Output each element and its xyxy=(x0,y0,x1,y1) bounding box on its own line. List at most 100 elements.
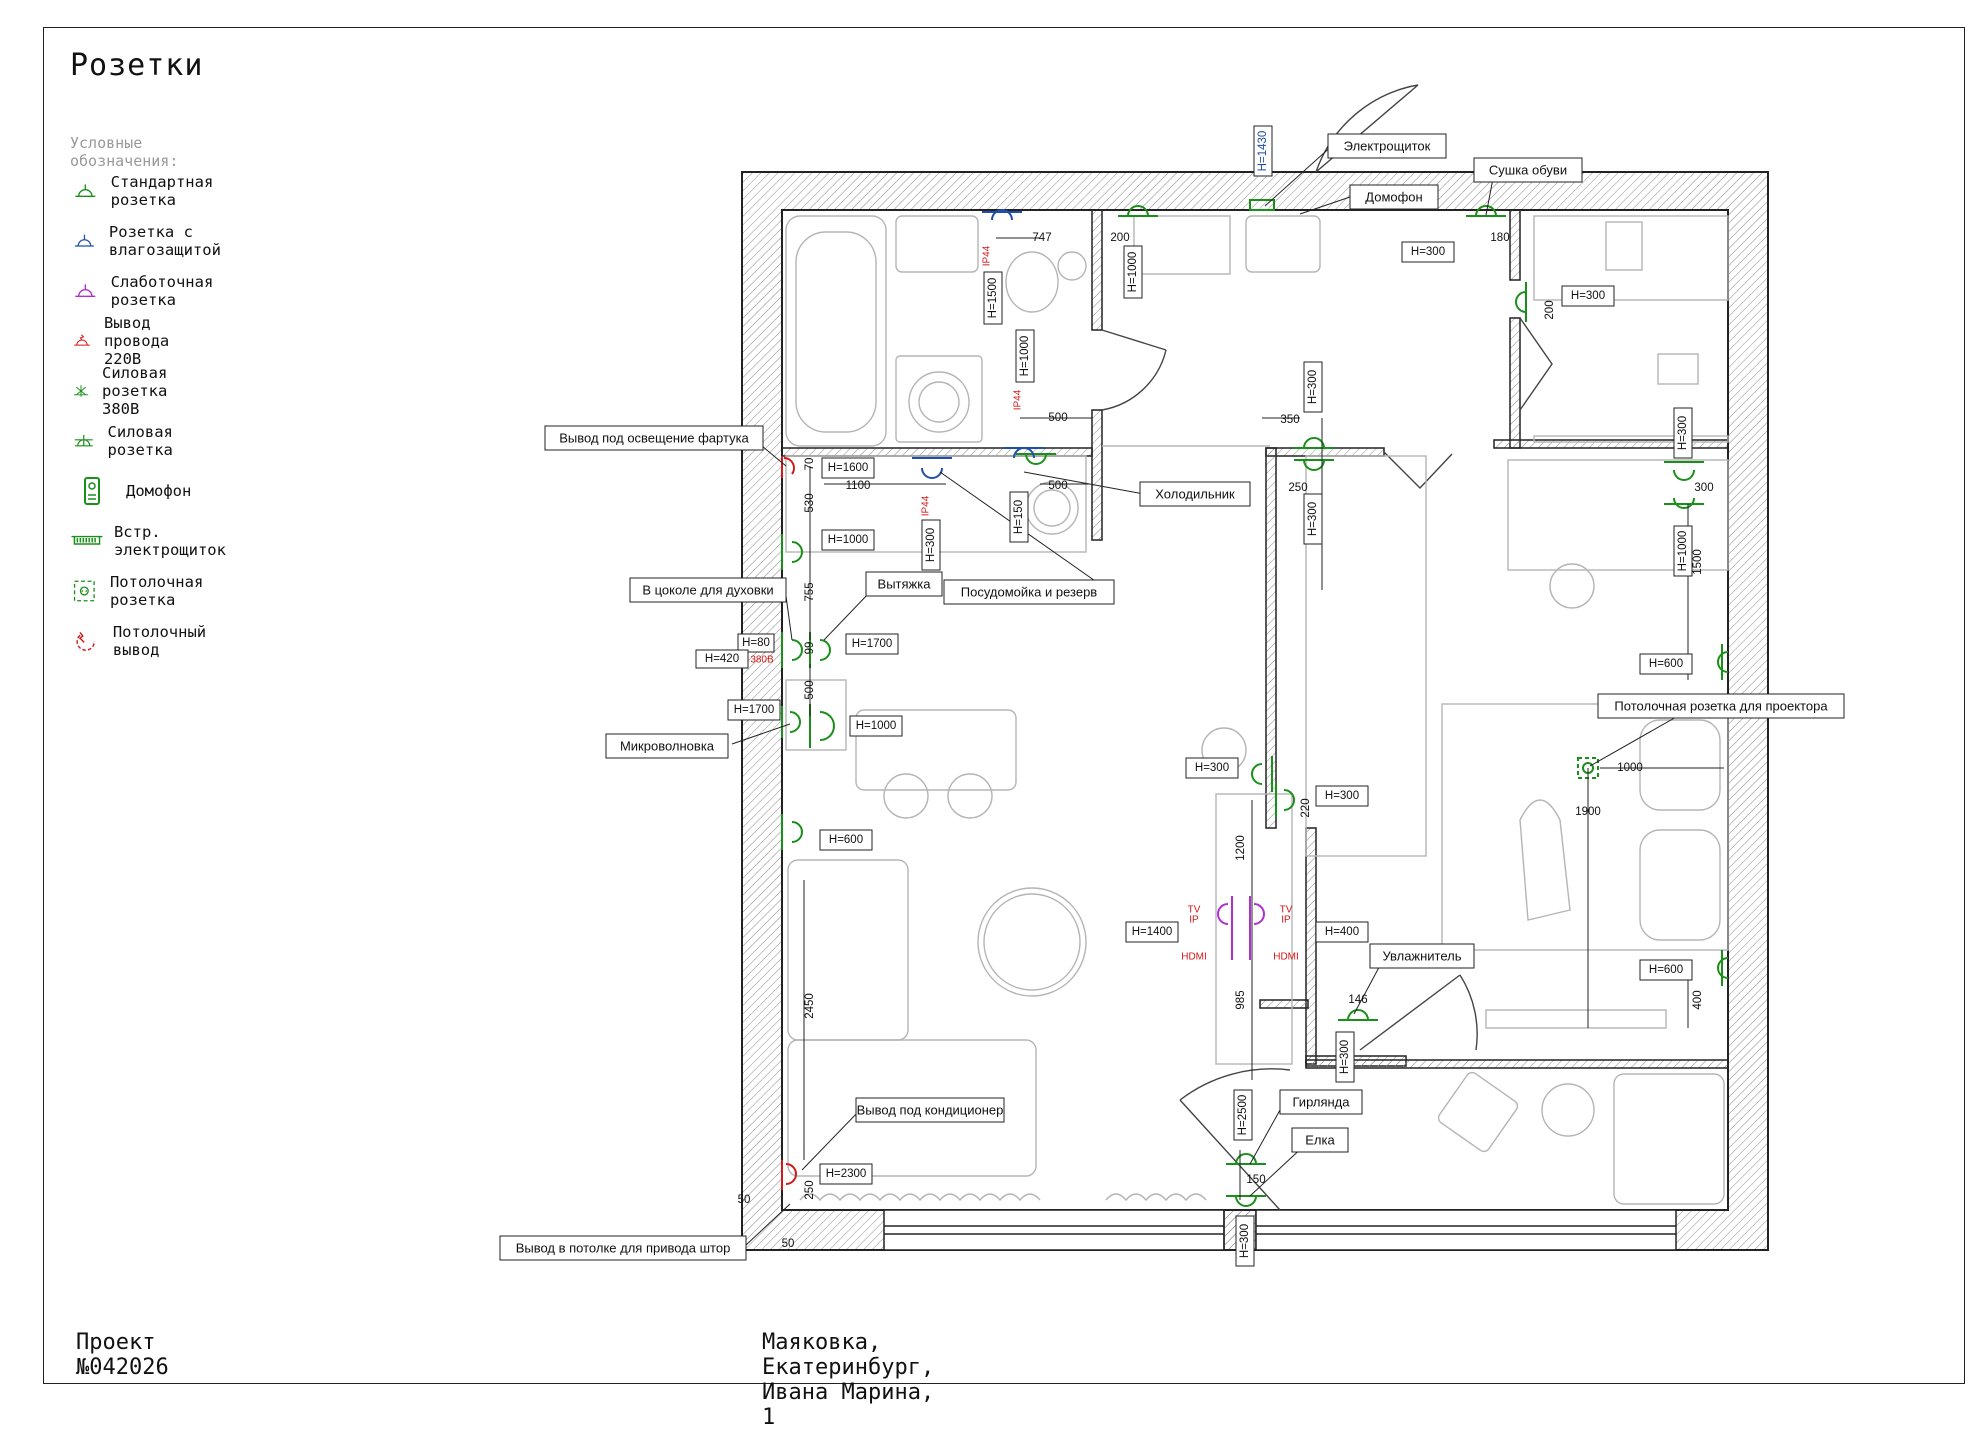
tag-label: IP44 xyxy=(1013,389,1024,410)
callout-backsplash-light: Вывод под освещение фартука xyxy=(559,430,749,445)
power-outlet-380v-icon xyxy=(73,385,89,397)
standard-outlet-icon xyxy=(1294,437,1334,449)
leader-lines xyxy=(731,143,1693,1246)
power-outlet-icon xyxy=(809,704,835,748)
dimension-label: 146 xyxy=(1348,994,1367,1006)
furniture xyxy=(785,215,1729,1205)
height-label: H=2500 xyxy=(1237,1095,1249,1136)
wire-outlet-220v-icon xyxy=(781,456,795,478)
standard-outlet-icon xyxy=(781,814,803,850)
height-label: H=1700 xyxy=(852,638,893,650)
power-outlet-icon xyxy=(1664,497,1704,509)
height-label: H=1000 xyxy=(828,534,869,546)
dimension-label: 350 xyxy=(1280,414,1299,426)
low-current-outlet-icon xyxy=(75,284,96,297)
height-label: H=1430 xyxy=(1257,131,1269,172)
callout-intercom: Домофон xyxy=(1365,189,1422,204)
height-label: H=1000 xyxy=(1019,336,1031,377)
height-label: H=300 xyxy=(1307,502,1319,536)
dimension-label: 400 xyxy=(1692,990,1704,1009)
dimension-label: 50 xyxy=(738,1194,751,1206)
height-label: H=420 xyxy=(705,653,739,665)
callout-projector: Потолочная розетка для проектора xyxy=(1614,698,1828,713)
height-label: H=300 xyxy=(1307,370,1319,404)
power-outlet-icon xyxy=(1664,461,1704,481)
legend-item-waterproof: Розетка с влагозащитой xyxy=(70,223,238,259)
height-label: H=400 xyxy=(1325,926,1359,938)
height-label: H=1600 xyxy=(828,462,869,474)
waterproof-outlet-icon xyxy=(1004,447,1044,459)
wire-outlet-220v-icon xyxy=(74,334,90,346)
legend-label: Силовая розетка xyxy=(107,423,173,459)
dimension-label: 755 xyxy=(804,582,816,601)
dimension-label: 747 xyxy=(1032,232,1051,244)
height-label: H=300 xyxy=(1239,1224,1251,1258)
height-label: H=300 xyxy=(1411,246,1445,258)
height-label: H=300 xyxy=(1677,416,1689,450)
dimension-numbers: 747 200 180 200 500 350 300 1100 500 70 … xyxy=(738,232,1714,1250)
outer-walls xyxy=(741,171,1769,1251)
legend-label: Слаботочная розетка xyxy=(110,273,214,309)
standard-outlet-icon xyxy=(1118,205,1158,217)
standard-outlet-icon xyxy=(781,632,803,668)
tag-label: 380В xyxy=(750,655,774,666)
height-label: H=1000 xyxy=(1127,252,1139,293)
callout-curtains: Вывод в потолке для привода штор xyxy=(516,1240,731,1255)
callout-tree: Елка xyxy=(1305,1132,1335,1147)
legend-item-panel: Встр. электрощиток xyxy=(70,523,238,559)
dimension-label: 250 xyxy=(804,1180,816,1199)
built-in-panel-icon xyxy=(71,535,103,545)
tag-label: TV xyxy=(1188,905,1201,916)
height-boxes xyxy=(695,125,1693,1267)
dimension-label: 70 xyxy=(804,458,816,471)
standard-outlet-icon xyxy=(1226,1195,1266,1207)
tag-labels: IP44 IP44 IP44 380В TV IP HDMI TV IP HDM… xyxy=(750,245,1298,962)
legend-item-intercom: Домофон xyxy=(70,475,191,507)
standard-outlet-icon xyxy=(75,184,96,197)
dimension-label: 1200 xyxy=(1235,835,1247,861)
dimension-label: 500 xyxy=(804,680,816,699)
callout-microwave: Микроволновка xyxy=(620,738,715,753)
tag-label: TV xyxy=(1280,905,1293,916)
standard-outlet-icon xyxy=(1515,282,1527,322)
built-in-panel-icon xyxy=(1249,199,1275,211)
callout-texts: Электрощиток Домофон Сушка обуви Вывод п… xyxy=(516,138,1829,1255)
legend-label: Потолочная розетка xyxy=(109,573,204,609)
standard-outlet-icon xyxy=(1226,1153,1266,1165)
tag-label: IP44 xyxy=(921,495,932,516)
callout-hood: Вытяжка xyxy=(878,576,932,591)
dimension-label: 500 xyxy=(1048,412,1067,424)
legend-label: Розетка с влагозащитой xyxy=(108,223,221,259)
standard-outlet-icon xyxy=(1466,205,1506,217)
standard-outlet-icon xyxy=(1717,644,1729,680)
low-current-outlet-icon xyxy=(1217,896,1233,960)
legend-label: Потолочный вывод xyxy=(112,623,207,659)
doors xyxy=(1101,84,1553,1211)
height-label: H=600 xyxy=(1649,964,1683,976)
height-label: H=80 xyxy=(742,637,770,649)
height-label: H=300 xyxy=(1571,290,1605,302)
callout-oven: В цоколе для духовки xyxy=(642,582,773,597)
height-label: H=600 xyxy=(829,834,863,846)
height-label: H=300 xyxy=(1325,790,1359,802)
standard-outlet-icon xyxy=(1016,453,1056,465)
height-label: H=150 xyxy=(1013,500,1025,534)
height-label: H=2300 xyxy=(826,1168,867,1180)
legend-item-low-current: Слаботочная розетка xyxy=(70,273,229,309)
dimension-label: 300 xyxy=(1694,482,1713,494)
waterproof-outlet-icon xyxy=(912,457,952,479)
height-label: H=1700 xyxy=(734,704,775,716)
dimension-label: 250 xyxy=(1288,482,1307,494)
dimension-label: 200 xyxy=(1110,232,1129,244)
standard-outlet-icon xyxy=(1338,1009,1378,1021)
height-label: H=1000 xyxy=(1677,531,1689,572)
windows xyxy=(883,1209,1677,1251)
dimension-label: 530 xyxy=(804,493,816,512)
legend-label: Домофон xyxy=(126,482,192,500)
dimension-label: 50 xyxy=(782,1238,795,1250)
standard-outlet-icon xyxy=(781,706,801,738)
height-label: H=300 xyxy=(1339,1040,1351,1074)
legend-label: Вывод провода 220В xyxy=(103,314,170,368)
callout-fridge: Холодильник xyxy=(1155,486,1235,501)
